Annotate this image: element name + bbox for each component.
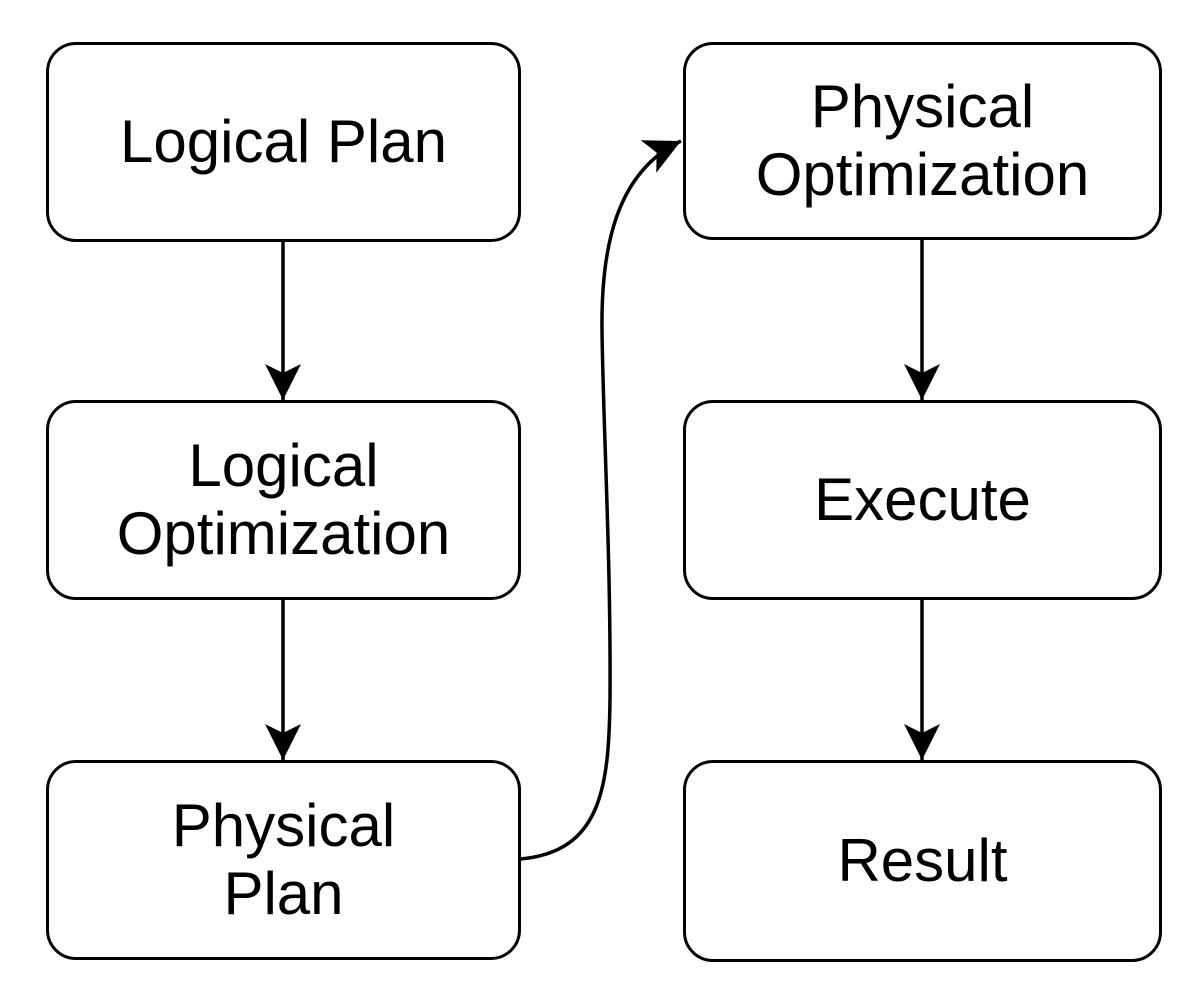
node-logical-optimization-label: Logical Optimization [116, 432, 451, 567]
node-logical-plan-label: Logical Plan [120, 108, 447, 175]
node-physical-plan-label: Physical Plan [171, 792, 396, 927]
node-result-label: Result [837, 827, 1008, 894]
node-physical-optimization: Physical Optimization [683, 42, 1162, 240]
node-logical-optimization: Logical Optimization [46, 400, 521, 600]
node-physical-optimization-label: Physical Optimization [755, 73, 1090, 208]
node-execute-label: Execute [814, 466, 1031, 533]
node-physical-plan: Physical Plan [46, 760, 521, 960]
node-logical-plan: Logical Plan [46, 42, 521, 242]
edge-physical-plan-to-physical-optimization [519, 139, 682, 861]
node-result: Result [683, 760, 1162, 962]
node-execute: Execute [683, 400, 1162, 600]
